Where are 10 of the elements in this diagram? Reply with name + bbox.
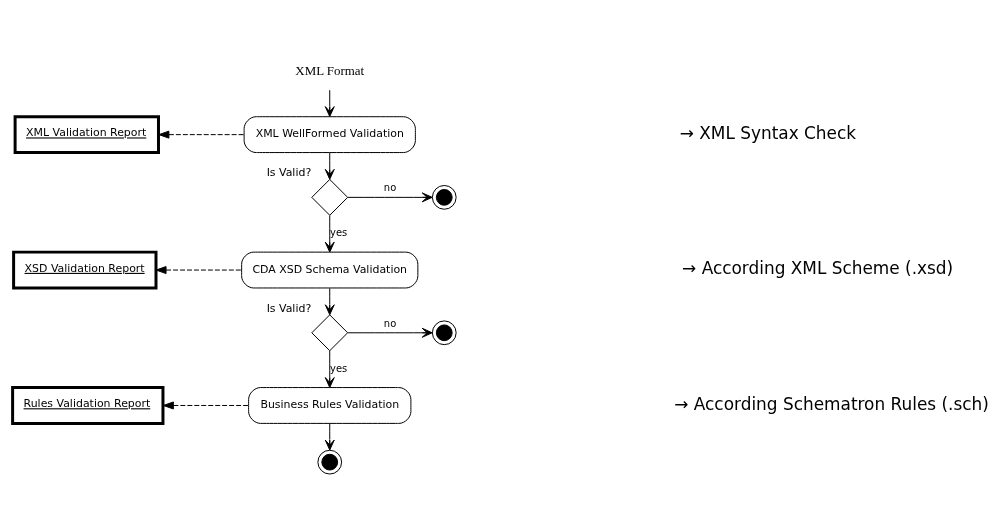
edge-label: no	[383, 317, 397, 329]
node-label: Is Valid?	[266, 301, 312, 315]
node-text: XML Format	[295, 63, 365, 79]
edge-label: no	[383, 182, 397, 194]
label: → According XML Scheme (.xsd)	[682, 258, 954, 279]
label: → According Schematron Rules (.sch)	[674, 393, 989, 414]
label: → XML Syntax Check	[679, 122, 857, 143]
edge-label: yes	[330, 227, 348, 239]
node-label: Is Valid?	[266, 166, 312, 180]
edge-label: yes	[330, 362, 348, 374]
